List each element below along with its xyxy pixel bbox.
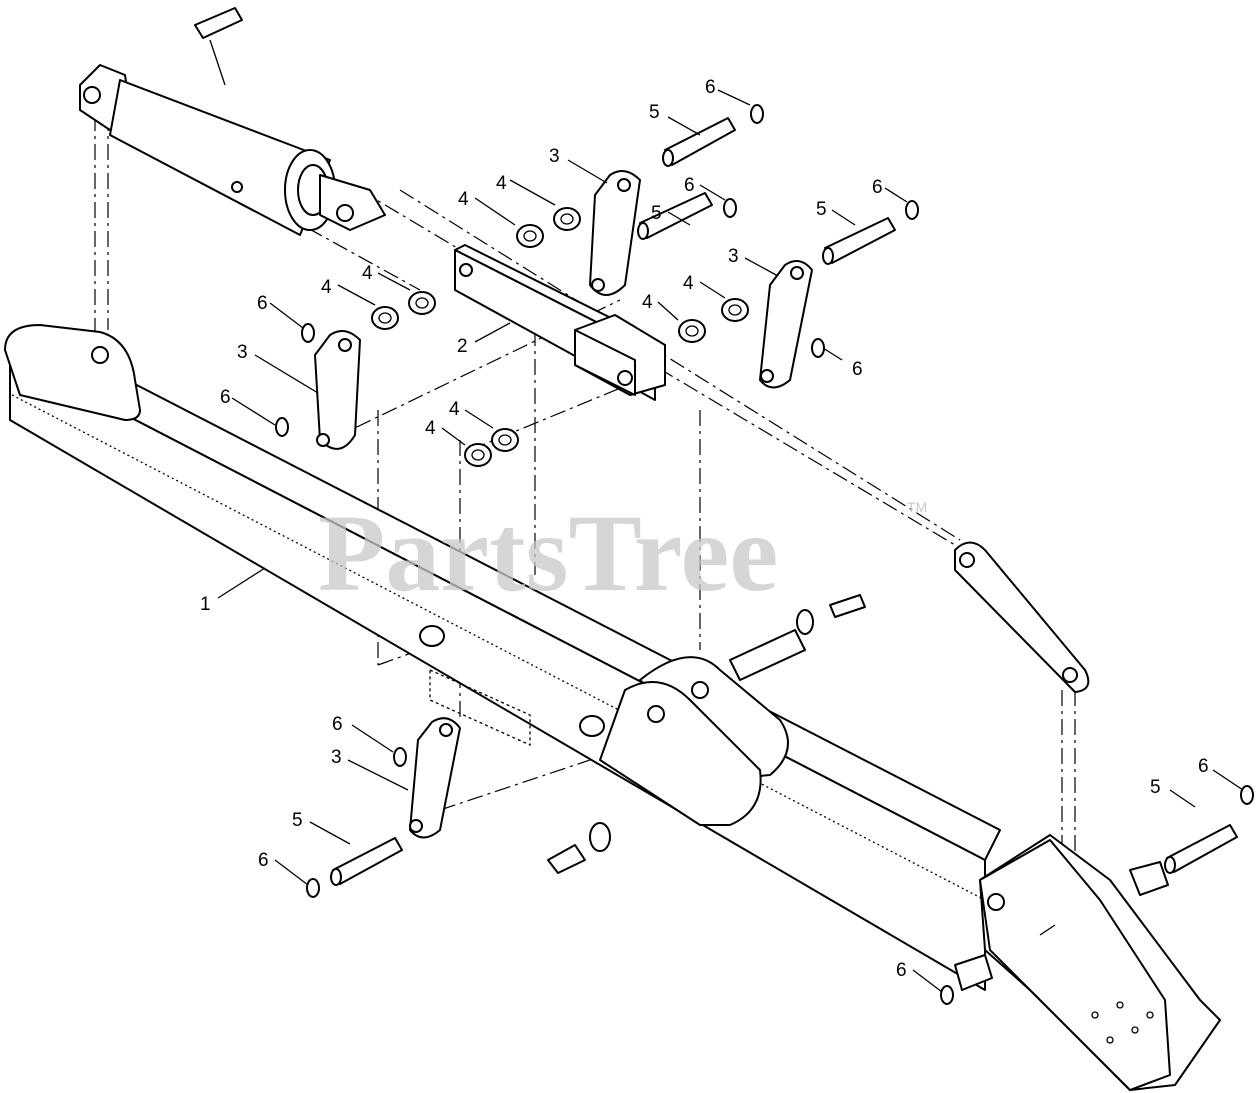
- callout-4: 4: [425, 418, 436, 439]
- side-plate-assembly: [954, 834, 1221, 1091]
- watermark-text: PartsTree: [318, 492, 778, 614]
- callout-6: 6: [258, 850, 269, 871]
- callout-4: 4: [642, 292, 653, 313]
- callout-4: 4: [362, 263, 373, 284]
- callout-2: 2: [457, 336, 468, 357]
- callout-6: 6: [332, 714, 343, 735]
- callout-6: 6: [705, 77, 716, 98]
- callout-4: 4: [449, 399, 460, 420]
- watermark-trademark: TM: [907, 499, 927, 515]
- watermark: PartsTree TM: [318, 492, 927, 614]
- hitch-bracket: [547, 594, 866, 874]
- rings-part-6: [275, 104, 1254, 1005]
- callout-labels: 1 2 3 3 3 3 4 4 4 4 4 4 4 4 5 5 5 5 5 6 …: [200, 77, 1209, 981]
- callout-3: 3: [549, 146, 560, 167]
- callout-3: 3: [237, 342, 248, 363]
- washers-part-4: [371, 207, 749, 467]
- callout-5: 5: [816, 199, 827, 220]
- callout-5: 5: [1150, 777, 1161, 798]
- callout-6: 6: [852, 359, 863, 380]
- callout-3: 3: [728, 246, 739, 267]
- hydraulic-cylinder: [79, 7, 386, 236]
- links-part-3: [314, 170, 1090, 839]
- callout-4: 4: [683, 273, 694, 294]
- callout-5: 5: [292, 810, 303, 831]
- callout-5: 5: [651, 203, 662, 224]
- callout-1: 1: [200, 594, 211, 615]
- callout-4: 4: [458, 189, 469, 210]
- callout-6: 6: [896, 960, 907, 981]
- callout-6: 6: [872, 177, 883, 198]
- callout-3: 3: [331, 747, 342, 768]
- leader-lines: [217, 89, 1244, 993]
- callout-4: 4: [321, 277, 332, 298]
- callout-6: 6: [684, 175, 695, 196]
- callout-5: 5: [649, 102, 660, 123]
- callout-4: 4: [496, 173, 507, 194]
- frame-bar-part-1: [4, 324, 1001, 991]
- callout-6: 6: [257, 293, 268, 314]
- pins-part-5: [330, 117, 1238, 886]
- callout-6: 6: [1198, 756, 1209, 777]
- callout-6: 6: [220, 387, 231, 408]
- center-plate-part-2: [454, 244, 666, 401]
